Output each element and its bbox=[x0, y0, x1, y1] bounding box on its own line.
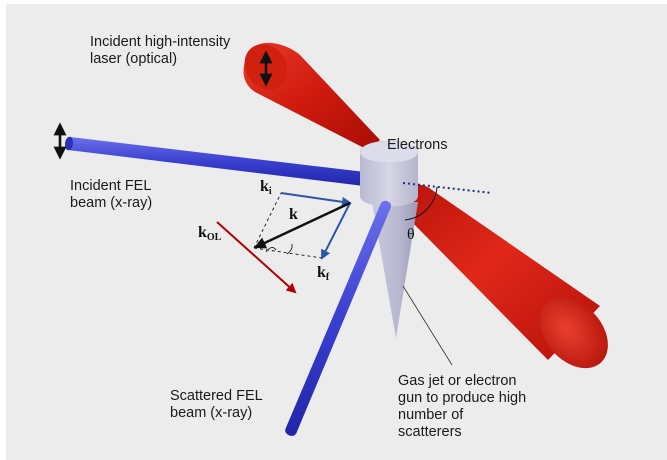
k-vector bbox=[253, 201, 351, 249]
electrons-target bbox=[359, 140, 419, 207]
gas-jet-pointer-line bbox=[402, 285, 453, 366]
ki-label: ki bbox=[260, 178, 272, 198]
laser-label: Incident high-intensity laser (optical) bbox=[90, 34, 231, 67]
dashed-kf-parallel bbox=[253, 192, 282, 249]
vector-diagram bbox=[216, 192, 352, 294]
ki-vector bbox=[280, 192, 352, 207]
scattered-fel-label: Scattered FEL beam (x-ray) bbox=[170, 388, 263, 421]
k-ol-vector bbox=[216, 221, 297, 294]
diagram-background bbox=[6, 4, 667, 460]
angle-mark-2 bbox=[286, 243, 293, 255]
right-angle-mark bbox=[265, 247, 277, 253]
gas-jet-label: Gas jet or electron gun to produce high … bbox=[398, 373, 527, 440]
theta-label: θ bbox=[407, 226, 415, 243]
kf-vector bbox=[321, 202, 351, 260]
laser-beam-lower bbox=[394, 184, 608, 369]
scattered-fel-beam bbox=[285, 200, 392, 436]
laser-beam-upper bbox=[243, 42, 380, 150]
incident-fel-label: Incident FEL beam (x-ray) bbox=[70, 178, 153, 211]
kf-label: kf bbox=[317, 264, 330, 284]
gas-jet-cone bbox=[372, 202, 418, 338]
electrons-label: Electrons bbox=[387, 137, 448, 153]
theta-arc bbox=[404, 186, 438, 221]
incident-fel-beam bbox=[64, 136, 365, 186]
kol-label: kOL bbox=[198, 224, 222, 244]
k-label: k bbox=[289, 206, 298, 223]
